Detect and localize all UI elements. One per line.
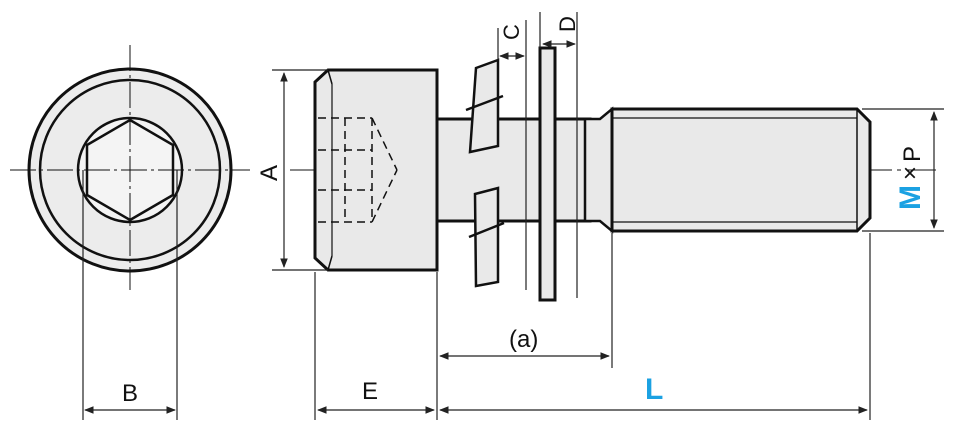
thread-runout [583,106,614,234]
label-a: A [256,165,283,181]
flat-washer [538,46,557,302]
label-m: M [894,185,927,210]
end-view: B [10,45,250,420]
side-view: A C D M × P E (a) L [256,12,944,420]
spring-washer-top [468,58,500,154]
label-d: D [555,16,580,32]
label-a-paren: (a) [509,326,538,353]
mxp-label-group: M × P [894,146,927,210]
label-p: P [899,146,926,162]
spring-washer-bottom [473,186,500,288]
screw-head [313,68,439,272]
head-chamfer-line-bottom [327,255,333,271]
head-chamfer-line-top [327,69,333,85]
screw-shank [435,117,592,223]
label-b: B [122,380,138,407]
label-l: L [645,373,663,406]
spring-washer-slit-bottom [468,221,505,239]
hidden-socket [318,117,398,223]
label-c: C [499,24,524,40]
label-e: E [362,378,378,405]
label-times: × [897,166,924,180]
thread-body [610,107,872,233]
spring-washer-slit-top [465,94,504,112]
